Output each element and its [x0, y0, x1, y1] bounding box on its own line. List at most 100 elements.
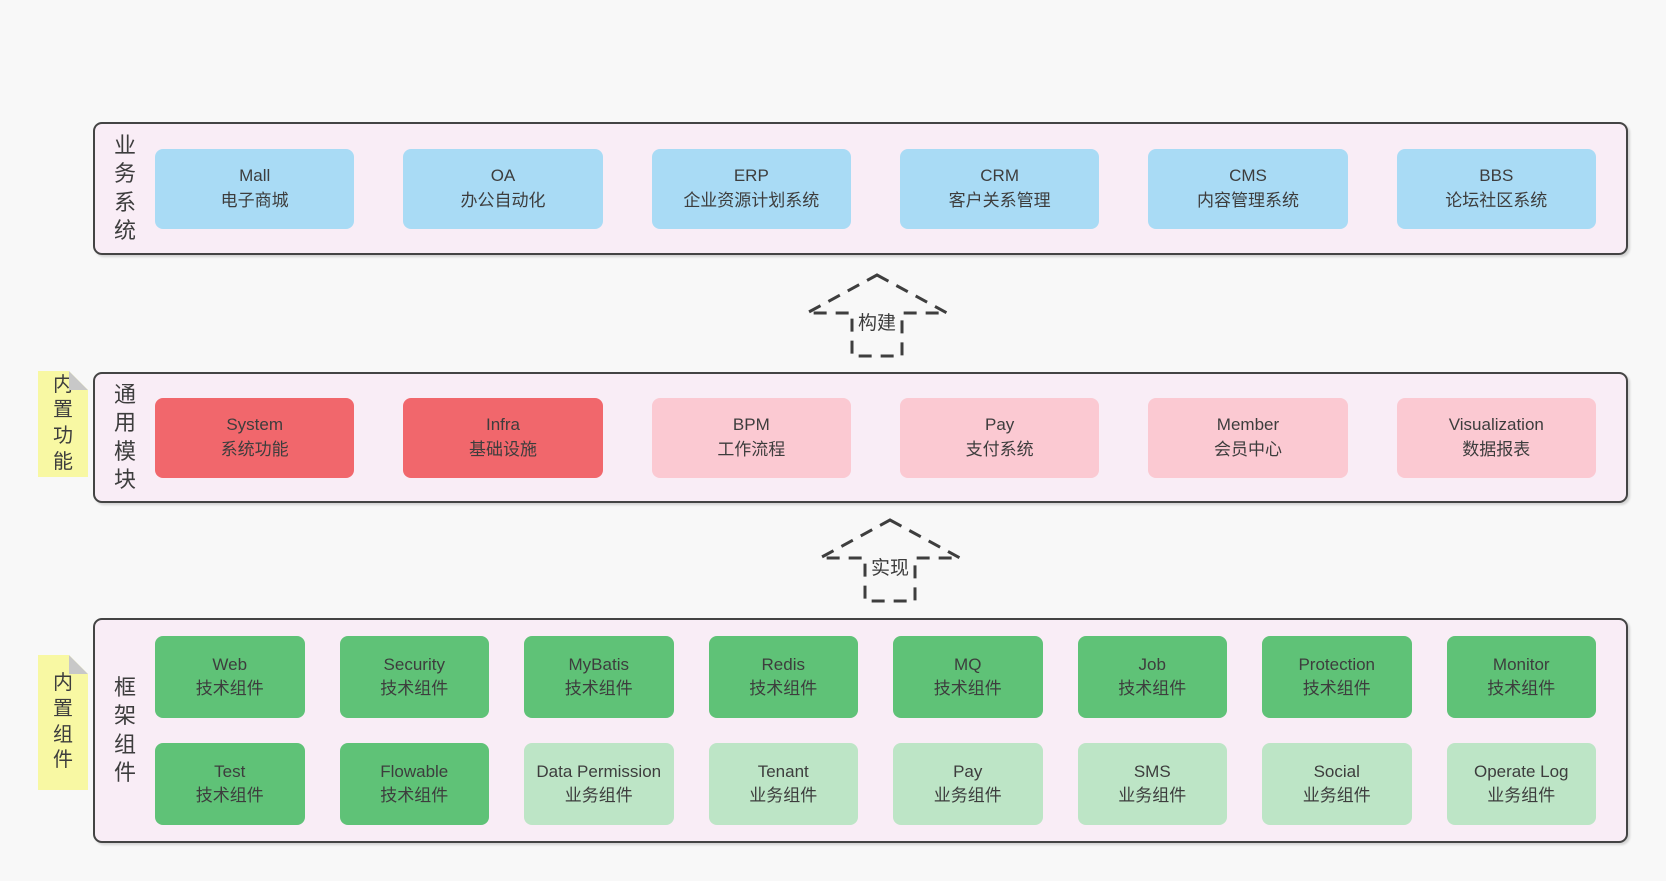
sticky-note-builtin-features: 内置功能	[38, 371, 88, 477]
box-title: Member	[1216, 414, 1280, 434]
box-infra: Infra 基础设施	[403, 397, 603, 478]
arrow-build: 构建	[802, 272, 952, 360]
box-visualization: Visualization 数据报表	[1396, 397, 1596, 478]
box-subtitle: 技术组件	[564, 679, 633, 698]
box-title: Redis	[761, 655, 805, 675]
note-text: 内置组件	[53, 672, 73, 772]
box-subtitle: 技术组件	[1118, 679, 1187, 698]
box-mybatis: MyBatis 技术组件	[524, 636, 674, 718]
box-subtitle: 业务组件	[1118, 786, 1187, 805]
box-title: CRM	[980, 165, 1019, 185]
layer-framework-components: 框架组件 Web 技术组件 Security 技术组件 MyBatis 技术组件…	[93, 618, 1628, 843]
box-subtitle: 系统功能	[220, 439, 289, 459]
business-boxes: Mall 电子商城 OA 办公自动化 ERP 企业资源计划系统 CRM 客户关系…	[155, 124, 1626, 253]
layer-label-text: 通用模块	[113, 382, 136, 492]
box-title: Test	[214, 762, 246, 782]
layer-label-modules: 通用模块	[95, 374, 155, 501]
box-title: Monitor	[1492, 655, 1550, 675]
module-boxes: System 系统功能 Infra 基础设施 BPM 工作流程 Pay 支付系统…	[155, 374, 1626, 501]
box-subtitle: 客户关系管理	[948, 190, 1051, 210]
arrow-label: 构建	[854, 308, 900, 335]
box-subtitle: 支付系统	[965, 439, 1034, 459]
box-sms: SMS 业务组件	[1077, 743, 1227, 825]
box-subtitle: 电子商城	[220, 190, 289, 210]
box-title: Visualization	[1448, 414, 1544, 434]
box-subtitle: 业务组件	[1302, 786, 1371, 805]
box-monitor: Monitor 技术组件	[1446, 636, 1596, 718]
block-arrow-up-icon	[806, 273, 948, 358]
box-subtitle: 业务组件	[1487, 786, 1556, 805]
box-subtitle: 技术组件	[195, 679, 264, 698]
box-member: Member 会员中心	[1148, 397, 1348, 478]
box-oa: OA 办公自动化	[403, 148, 603, 229]
box-title: Data Permission	[536, 762, 662, 782]
box-subtitle: 内容管理系统	[1196, 190, 1299, 210]
box-subtitle: 技术组件	[195, 786, 264, 805]
box-title: MQ	[954, 655, 982, 675]
box-title: Tenant	[757, 762, 809, 782]
box-redis: Redis 技术组件	[708, 636, 858, 718]
box-title: Pay	[985, 414, 1015, 434]
box-title: MyBatis	[568, 655, 629, 675]
component-rows: Web 技术组件 Security 技术组件 MyBatis 技术组件 Redi…	[155, 620, 1626, 841]
box-erp: ERP 企业资源计划系统	[651, 148, 851, 229]
box-subtitle: 业务组件	[564, 786, 633, 805]
box-title: Job	[1138, 655, 1166, 675]
component-row-1: Web 技术组件 Security 技术组件 MyBatis 技术组件 Redi…	[155, 636, 1596, 718]
box-crm: CRM 客户关系管理	[899, 148, 1100, 229]
layer-label-framework: 框架组件	[95, 620, 155, 841]
box-social: Social 业务组件	[1262, 743, 1412, 825]
box-bpm: BPM 工作流程	[651, 397, 851, 478]
box-title: Web	[212, 655, 248, 675]
box-title: Protection	[1298, 655, 1376, 675]
component-row-2: Test 技术组件 Flowable 技术组件 Data Permission …	[155, 743, 1596, 825]
box-title: System	[226, 414, 283, 434]
box-subtitle: 技术组件	[380, 679, 449, 698]
note-text: 内置功能	[53, 373, 73, 473]
box-subtitle: 数据报表	[1462, 439, 1531, 459]
box-title: BBS	[1479, 165, 1514, 185]
box-title: Infra	[485, 414, 520, 434]
box-operate-log: Operate Log 业务组件	[1446, 743, 1596, 825]
box-title: SMS	[1133, 762, 1171, 782]
layer-label-business: 业务系统	[95, 124, 155, 253]
box-tenant: Tenant 业务组件	[708, 743, 858, 825]
box-pay-module: Pay 支付系统	[899, 397, 1100, 478]
box-mq: MQ 技术组件	[893, 636, 1043, 718]
layer-label-text: 业务系统	[113, 133, 136, 243]
box-subtitle: 业务组件	[933, 786, 1002, 805]
box-title: Social	[1313, 762, 1360, 782]
box-mall: Mall 电子商城	[155, 148, 355, 229]
box-subtitle: 业务组件	[749, 786, 818, 805]
box-data-permission: Data Permission 业务组件	[524, 743, 674, 825]
box-title: BPM	[732, 414, 770, 434]
layer-label-text: 框架组件	[113, 675, 136, 785]
box-subtitle: 企业资源计划系统	[683, 190, 820, 210]
box-flowable: Flowable 技术组件	[339, 743, 489, 825]
box-system: System 系统功能	[155, 397, 355, 478]
box-subtitle: 会员中心	[1213, 439, 1282, 459]
block-arrow-up-icon	[819, 518, 961, 603]
box-title: ERP	[733, 165, 769, 185]
box-subtitle: 技术组件	[1302, 679, 1371, 698]
box-web: Web 技术组件	[155, 636, 305, 718]
box-subtitle: 论坛社区系统	[1445, 190, 1548, 210]
box-cms: CMS 内容管理系统	[1148, 148, 1348, 229]
box-subtitle: 技术组件	[380, 786, 449, 805]
box-bbs: BBS 论坛社区系统	[1396, 148, 1596, 229]
box-title: Operate Log	[1473, 762, 1569, 782]
arrow-label: 实现	[867, 553, 913, 580]
box-title: CMS	[1229, 165, 1267, 185]
box-security: Security 技术组件	[339, 636, 489, 718]
sticky-note-builtin-components: 内置组件	[38, 655, 88, 790]
box-subtitle: 基础设施	[468, 439, 537, 459]
layer-common-modules: 通用模块 System 系统功能 Infra 基础设施 BPM 工作流程 Pay…	[93, 372, 1628, 503]
arrow-implement: 实现	[815, 517, 965, 605]
box-subtitle: 办公自动化	[460, 190, 546, 210]
box-subtitle: 工作流程	[717, 439, 786, 459]
box-subtitle: 技术组件	[933, 679, 1002, 698]
box-job: Job 技术组件	[1077, 636, 1227, 718]
box-title: Security	[383, 655, 445, 675]
box-title: OA	[490, 165, 516, 185]
